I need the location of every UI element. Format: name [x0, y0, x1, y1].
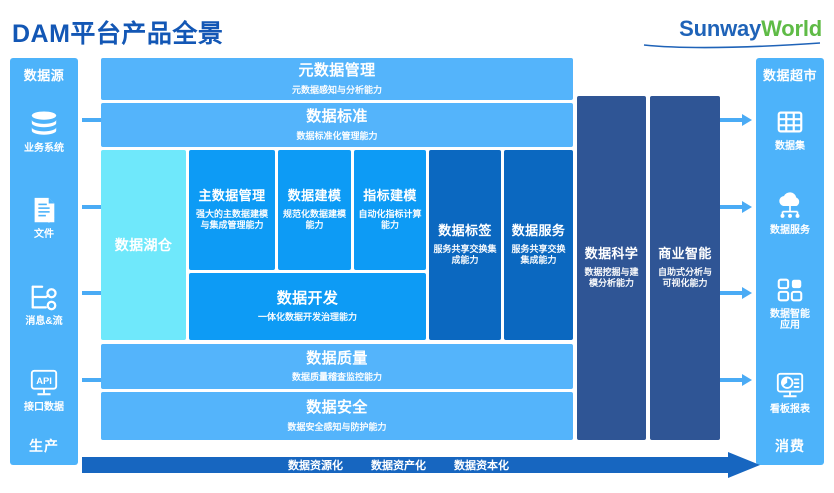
block-data-security[interactable]: 数据安全 数据安全感知与防护能力 — [101, 392, 573, 440]
sidebar-item-api-data[interactable]: API 接口数据 — [10, 368, 78, 413]
block-title: 数据科学 — [584, 246, 639, 262]
data-source-panel-footer: 生产 — [29, 438, 59, 454]
block-data-development[interactable]: 数据开发 一体化数据开发治理能力 — [189, 273, 426, 340]
connector-arrow-right-1 — [720, 114, 752, 126]
sidebar-item-label: 业务系统 — [24, 142, 64, 154]
flow-stage-label: 数据资源化 — [288, 460, 343, 472]
block-data-quality[interactable]: 数据质量 数据质量稽查监控能力 — [101, 344, 573, 389]
block-data-service[interactable]: 数据服务 服务共享交换集成能力 — [504, 150, 573, 340]
block-data-standard[interactable]: 数据标准 数据标准化管理能力 — [101, 103, 573, 147]
sidebar-item-label: 接口数据 — [24, 402, 64, 414]
sidebar-item-label: 数据服务 — [770, 225, 810, 237]
block-subtitle: 数据质量稽查监控能力 — [291, 372, 382, 383]
connector-arrow-right-4 — [720, 374, 752, 386]
brand-logo: SunwayWorld — [679, 16, 822, 42]
block-data-tag[interactable]: 数据标签 服务共享交换集成能力 — [429, 150, 501, 340]
data-market-item-list: 数据集 数据服务 — [756, 84, 824, 436]
data-market-panel: 数据超市 数据集 — [756, 58, 824, 465]
block-title: 主数据管理 — [198, 188, 266, 204]
block-data-science[interactable]: 数据科学 数据挖掘与建模分析能力 — [577, 96, 646, 440]
block-business-intelligence[interactable]: 商业智能 自助式分析与可视化能力 — [650, 96, 720, 440]
block-title: 数据服务 — [511, 223, 566, 239]
brand-logo-secondary: World — [761, 16, 822, 41]
block-subtitle: 强大的主数据建模与集成管理能力 — [195, 208, 268, 230]
block-subtitle: 元数据感知与分析能力 — [291, 84, 382, 95]
block-title: 数据湖仓 — [114, 236, 173, 253]
sidebar-item-dashboard-report[interactable]: 看板报表 — [756, 370, 824, 415]
sidebar-item-data-service[interactable]: 数据服务 — [756, 191, 824, 236]
connector-arrow-right-2 — [720, 201, 752, 213]
block-title: 数据标准 — [306, 108, 368, 126]
connector-arrow-right-3 — [720, 287, 752, 299]
block-metric-modeling[interactable]: 指标建模 自动化指标计算能力 — [354, 150, 426, 270]
message-stream-icon — [31, 285, 57, 311]
block-data-lakehouse[interactable]: 数据湖仓 — [101, 150, 186, 340]
sidebar-item-intelligent-app[interactable]: 数据智能 应用 — [756, 275, 824, 331]
block-title: 数据标签 — [438, 223, 492, 239]
database-icon — [31, 111, 57, 135]
app-blocks-icon — [777, 278, 803, 302]
block-master-data-management[interactable]: 主数据管理 强大的主数据建模与集成管理能力 — [189, 150, 275, 270]
sidebar-item-label: 消息&流 — [25, 315, 63, 327]
data-source-panel-title: 数据源 — [23, 68, 65, 83]
sidebar-item-label: 数据智能 应用 — [770, 308, 810, 331]
cloud-service-icon — [779, 192, 800, 218]
block-title: 数据开发 — [276, 289, 339, 307]
data-market-panel-title: 数据超市 — [762, 68, 817, 83]
data-source-panel: 数据源 业务系统 — [10, 58, 78, 465]
page-title: DAM平台产品全景 — [12, 20, 224, 48]
block-subtitle: 一体化数据开发治理能力 — [257, 312, 357, 323]
block-title: 数据建模 — [287, 188, 342, 204]
block-title: 数据质量 — [306, 349, 368, 367]
block-subtitle: 数据标准化管理能力 — [296, 130, 378, 141]
block-subtitle: 规范化数据建模能力 — [282, 208, 346, 230]
sidebar-item-dataset[interactable]: 数据集 — [756, 107, 824, 152]
api-monitor-icon: API — [30, 370, 58, 396]
block-subtitle: 自助式分析与可视化能力 — [657, 266, 712, 288]
block-subtitle: 自动化指标计算能力 — [358, 208, 422, 230]
capability-board: 元数据管理 元数据感知与分析能力 数据标准 数据标准化管理能力 数据湖仓 主数据… — [101, 58, 720, 440]
sidebar-item-label: 数据集 — [775, 141, 805, 153]
value-flow-arrow — [82, 452, 760, 478]
block-subtitle: 服务共享交换集成能力 — [433, 243, 497, 265]
svg-text:API: API — [36, 376, 52, 386]
data-market-panel-footer: 消费 — [775, 438, 805, 454]
block-title: 数据安全 — [306, 399, 368, 417]
sidebar-item-label: 文件 — [34, 229, 54, 241]
sidebar-item-label: 看板报表 — [770, 403, 810, 415]
block-subtitle: 服务共享交换集成能力 — [511, 243, 566, 265]
block-metadata-management[interactable]: 元数据管理 元数据感知与分析能力 — [101, 58, 573, 100]
brand-underline-icon — [643, 42, 821, 49]
sidebar-item-message-stream[interactable]: 消息&流 — [10, 282, 78, 327]
block-data-modeling[interactable]: 数据建模 规范化数据建模能力 — [278, 150, 351, 270]
block-title: 元数据管理 — [298, 62, 376, 80]
dashboard-report-icon — [776, 372, 804, 397]
block-subtitle: 数据挖掘与建模分析能力 — [584, 266, 639, 288]
value-flow-stage-list: 数据资源化 数据资产化 数据资本化 — [82, 452, 760, 478]
flow-stage-label: 数据资产化 — [371, 460, 426, 472]
flow-stage-label: 数据资本化 — [454, 460, 509, 472]
data-source-item-list: 业务系统 文件 — [10, 84, 78, 436]
block-title: 指标建模 — [363, 188, 417, 204]
sidebar-item-business-system[interactable]: 业务系统 — [10, 109, 78, 154]
brand-logo-primary: Sunway — [679, 16, 762, 41]
grid-table-icon — [777, 111, 803, 133]
document-icon — [34, 198, 55, 224]
sidebar-item-file[interactable]: 文件 — [10, 195, 78, 240]
block-subtitle: 数据安全感知与防护能力 — [287, 421, 387, 432]
block-title: 商业智能 — [658, 246, 712, 262]
